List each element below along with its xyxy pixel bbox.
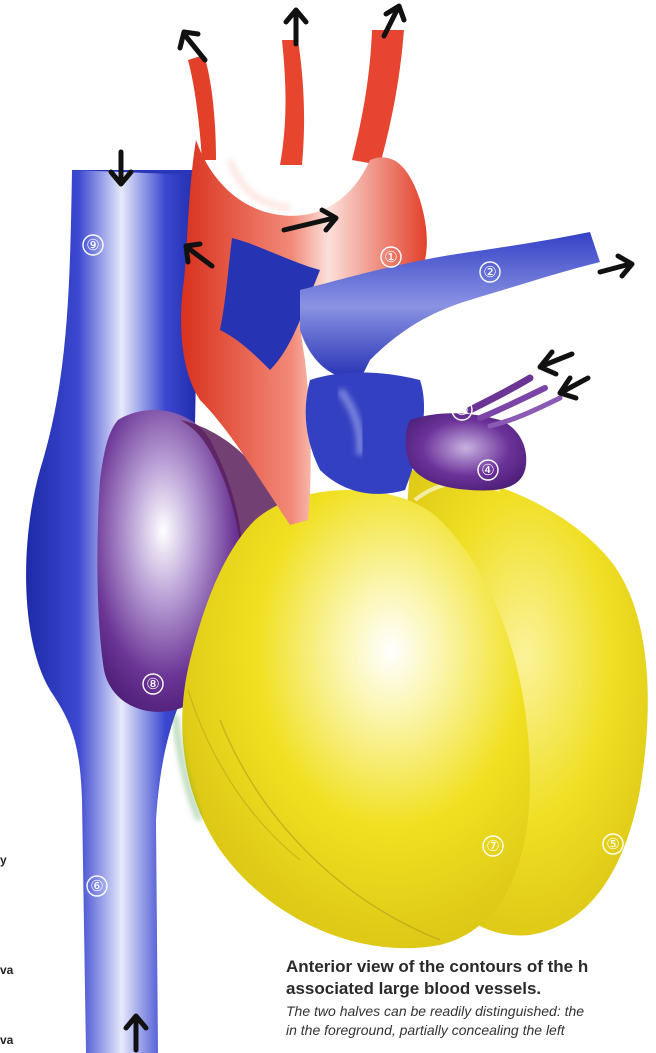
caption-body: The two halves can be readily distinguis… — [286, 1002, 656, 1040]
arrow-up-icon — [286, 10, 306, 44]
svg-text:③: ③ — [455, 401, 468, 419]
caption-body-line: The two halves can be readily distinguis… — [286, 1003, 584, 1019]
figure-caption: Anterior view of the contours of the h a… — [286, 956, 656, 1053]
svg-text:⑤: ⑤ — [606, 835, 619, 853]
caption-body-line: in the foreground, partially concealing … — [286, 1022, 565, 1038]
caption-title-line: associated large blood vessels. — [286, 979, 541, 998]
arrow-left-icon — [560, 378, 588, 398]
svg-text:⑦: ⑦ — [486, 837, 499, 855]
arrow-left-icon — [540, 352, 572, 374]
caption-title-line: Anterior view of the contours of the h — [286, 957, 588, 976]
svg-text:①: ① — [384, 248, 397, 266]
svg-text:⑥: ⑥ — [90, 877, 103, 895]
arrow-down-icon — [111, 152, 131, 184]
edge-text-fragment: va — [0, 963, 13, 977]
svg-text:②: ② — [483, 263, 496, 281]
edge-text-fragment: y — [0, 853, 7, 867]
arrow-right-icon — [600, 256, 632, 276]
svg-text:⑨: ⑨ — [86, 236, 99, 254]
edge-text-fragment: va — [0, 1033, 13, 1047]
caption-title: Anterior view of the contours of the h a… — [286, 956, 656, 1000]
svg-text:⑧: ⑧ — [146, 675, 159, 693]
arrow-up-left-icon — [180, 32, 205, 60]
svg-text:④: ④ — [481, 461, 494, 479]
